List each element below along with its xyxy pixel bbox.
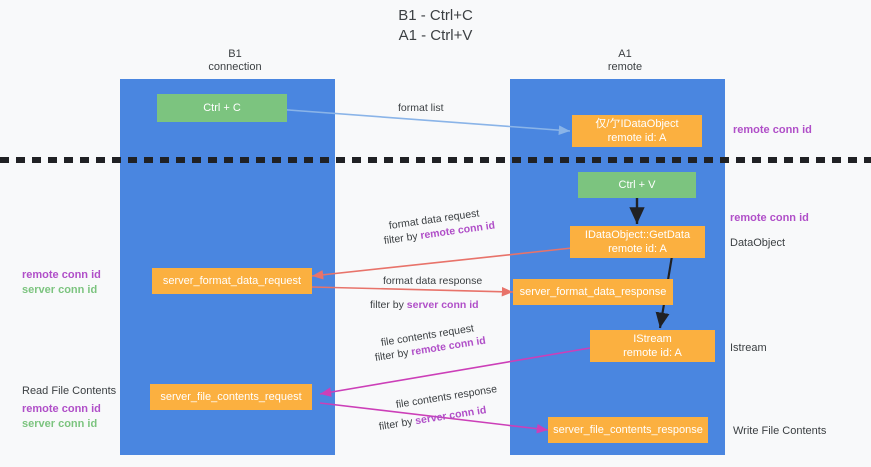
edge-label-file-contents-response-filter: filter by server conn id — [378, 403, 487, 434]
annotation-right-top-remote-conn-id: remote conn id — [733, 124, 812, 136]
node-server-format-data-response-label: server_format_data_response — [519, 286, 667, 298]
annotation-right-mid-remote-conn-id: remote conn id — [730, 212, 809, 224]
node-istream-line2: remote id: A — [623, 347, 682, 359]
column-header-a1: A1 remote — [510, 48, 740, 74]
diagram-title: B1 - Ctrl+C A1 - Ctrl+V — [0, 6, 871, 46]
annotation-read-file-contents: Read File Contents — [22, 385, 117, 397]
node-server-format-data-response[interactable]: server_format_data_response — [513, 279, 673, 305]
edge-label-format-data-response: format data response — [383, 275, 483, 287]
edge-label-format-list: format list — [398, 102, 444, 114]
filter-prefix: filter by — [383, 229, 422, 247]
node-server-file-contents-request-label: server_file_contents_request — [160, 391, 302, 403]
node-idataobject-line2: remote id: A — [607, 132, 667, 144]
edge-label-format-data-response-filter: filter by server conn id — [370, 298, 479, 312]
node-istream-line1: IStream — [633, 333, 672, 345]
filter-key-server-conn-id: server conn id — [406, 299, 479, 311]
filter-prefix: filter by — [370, 299, 407, 311]
node-ctrl-c-label: Ctrl + C — [203, 102, 241, 114]
node-ctrl-v[interactable]: Ctrl + V — [578, 172, 696, 198]
column-b1-name: B1 — [228, 48, 242, 60]
filter-key-server-conn-id: server conn id — [414, 404, 488, 428]
annotation-right-write-file-contents: Write File Contents — [733, 425, 827, 437]
title-line-2: A1 - Ctrl+V — [398, 27, 473, 44]
annotation-left-bottom: remote conn id server conn id — [22, 402, 101, 432]
node-server-file-contents-response-label: server_file_contents_response — [553, 424, 703, 436]
annotation-right-istream: Istream — [730, 342, 767, 354]
annotation-left-mid-remote: remote conn id — [22, 269, 101, 281]
node-idataobject-remote[interactable]: 仅/亇IDataObject remote id: A — [572, 115, 702, 147]
column-header-b1: B1 connection — [120, 48, 350, 74]
annotation-left-mid: remote conn id server conn id — [22, 268, 101, 298]
annotation-left-bottom-remote: remote conn id — [22, 403, 101, 415]
node-idataobject-getdata[interactable]: IDataObject::GetData remote id: A — [570, 226, 705, 258]
column-b1-sub: connection — [208, 61, 262, 73]
column-a1-sub: remote — [607, 61, 643, 73]
filter-prefix: filter by — [378, 415, 417, 433]
node-server-format-data-request[interactable]: server_format_data_request — [152, 268, 312, 294]
filter-prefix: filter by — [374, 346, 413, 364]
node-ctrl-c[interactable]: Ctrl + C — [157, 94, 287, 122]
annotation-right-dataobject: DataObject — [730, 237, 786, 249]
node-server-file-contents-response[interactable]: server_file_contents_response — [548, 417, 708, 443]
node-server-file-contents-request[interactable]: server_file_contents_request — [150, 384, 312, 410]
node-server-format-data-request-label: server_format_data_request — [162, 275, 302, 287]
column-a1-name: A1 — [618, 48, 632, 60]
annotation-left-mid-server: server conn id — [22, 284, 98, 296]
node-getdata-line2: remote id: A — [608, 243, 667, 255]
title-line-1: B1 - Ctrl+C — [398, 7, 473, 24]
node-idataobject-line1: 仅/亇IDataObject — [595, 118, 679, 130]
annotation-left-bottom-server: server conn id — [22, 418, 98, 430]
node-istream[interactable]: IStream remote id: A — [590, 330, 715, 362]
node-getdata-line1: IDataObject::GetData — [584, 229, 691, 241]
node-ctrl-v-label: Ctrl + V — [618, 179, 656, 191]
